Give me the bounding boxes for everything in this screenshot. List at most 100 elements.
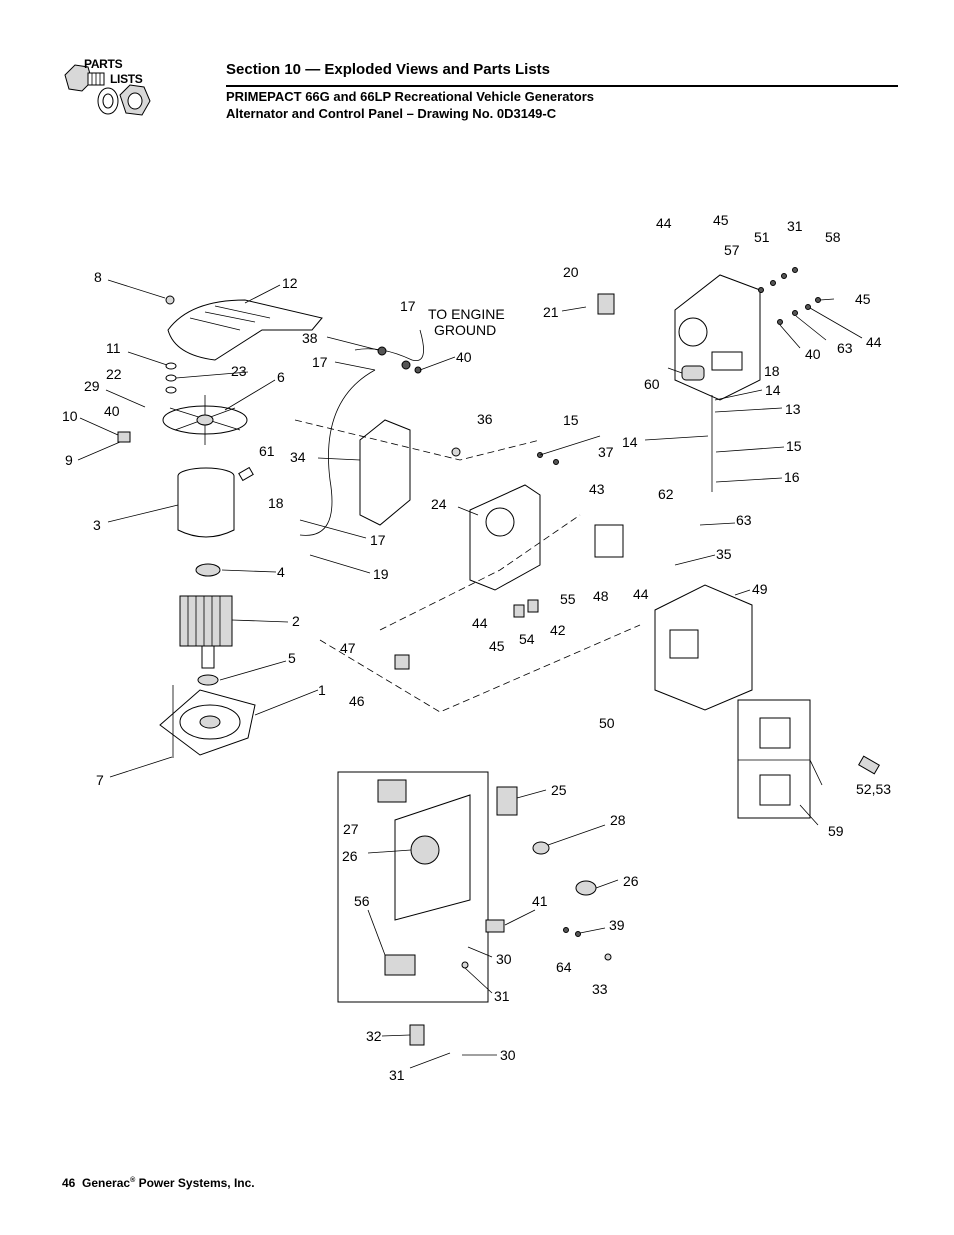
callout-label: 37 [598, 444, 614, 460]
callout-label: 57 [724, 242, 740, 258]
callout-label: 62 [658, 486, 674, 502]
callout-label: 51 [754, 229, 770, 245]
callout-label: 55 [560, 591, 576, 607]
callout-label: 16 [784, 469, 800, 485]
callout-label: 15 [786, 438, 802, 454]
bearing-5-part [197, 674, 219, 686]
callout-label: 56 [354, 893, 370, 909]
gasket-part [532, 841, 550, 855]
ground-annotation-line2: GROUND [434, 322, 496, 338]
hardware-part [781, 273, 787, 279]
drawing-title: Alternator and Control Panel – Drawing N… [226, 106, 557, 121]
callout-label: 49 [752, 581, 768, 597]
washer-part [165, 374, 177, 382]
control-board-part [496, 786, 518, 816]
callout-label: 45 [489, 638, 505, 654]
callout-label: 35 [716, 546, 732, 562]
hardware-part [758, 287, 764, 293]
front-panel-part [674, 274, 761, 401]
hardware-part [792, 267, 798, 273]
callout-label: 25 [551, 782, 567, 798]
callout-label: 29 [84, 378, 100, 394]
nut-8-part [165, 295, 175, 305]
callout-label: 21 [543, 304, 559, 320]
company-suffix: Power Systems, Inc. [138, 1176, 255, 1190]
callout-label: 17 [400, 298, 416, 314]
callout-label: 44 [866, 334, 882, 350]
hardware-part [604, 953, 612, 961]
callout-label: 45 [855, 291, 871, 307]
control-panel-box-part [469, 484, 541, 591]
switch-part [513, 604, 525, 618]
callout-label: 7 [96, 772, 104, 788]
callout-label: 8 [94, 269, 102, 285]
callout-label: 40 [104, 403, 120, 419]
callout-label: 23 [231, 363, 247, 379]
callout-label: 19 [373, 566, 389, 582]
callout-label: 26 [623, 873, 639, 889]
switch-part [527, 599, 539, 613]
callout-label: 60 [644, 376, 660, 392]
harness-outline [379, 514, 581, 631]
alternator-housing-part [177, 467, 235, 538]
callout-label: 34 [290, 449, 306, 465]
callout-label: 18 [764, 363, 780, 379]
callout-label: 32 [366, 1028, 382, 1044]
callout-label: 4 [277, 564, 285, 580]
hour-meter-part [681, 365, 705, 381]
callout-label: 14 [622, 434, 638, 450]
callout-label: 22 [106, 366, 122, 382]
callout-label: 30 [496, 951, 512, 967]
callout-label: 20 [563, 264, 579, 280]
harness-outline [319, 624, 641, 713]
hardware-part [461, 961, 469, 969]
logo-parts-text: PARTS [84, 57, 123, 71]
callout-label: 13 [785, 401, 801, 417]
registered-mark: ® [130, 1177, 136, 1184]
bearing-part [195, 563, 221, 577]
callout-label: 44 [633, 586, 649, 602]
callout-labels: 44 45 51 31 58 57 20 45 21 40 63 44 8 12… [62, 212, 891, 1083]
callout-label: 10 [62, 408, 78, 424]
rotor-part [179, 595, 233, 669]
callout-label: 61 [259, 443, 275, 459]
callout-label: 54 [519, 631, 535, 647]
callout-label: 48 [593, 588, 609, 604]
callout-label: 31 [494, 988, 510, 1004]
mounting-plate-part [359, 419, 411, 526]
gasket-part [575, 880, 597, 896]
callout-label: 6 [277, 369, 285, 385]
end-bracket-part [159, 689, 256, 756]
hardware-part [553, 459, 559, 465]
callout-label: 2 [292, 613, 300, 629]
terminal-part [401, 360, 411, 370]
callout-label: 41 [532, 893, 548, 909]
callout-label: 18 [268, 495, 284, 511]
ground-wire-part [354, 329, 424, 362]
callout-label: 31 [389, 1067, 405, 1083]
harness-wire-part [299, 369, 376, 536]
page-number: 46 [62, 1176, 76, 1190]
callout-label: 17 [312, 354, 328, 370]
callout-label: 27 [343, 821, 359, 837]
hardware-part [777, 319, 783, 325]
bracket-part [117, 431, 131, 443]
section-title: Section 10 — Exploded Views and Parts Li… [226, 61, 550, 78]
callout-label: 44 [472, 615, 488, 631]
callout-label: 63 [736, 512, 752, 528]
callout-label: 52,53 [856, 781, 891, 797]
callout-label: 63 [837, 340, 853, 356]
callout-label: 26 [342, 848, 358, 864]
ground-annotation-line1: TO ENGINE [428, 306, 505, 322]
terminal-block-32-part [409, 1024, 425, 1046]
callout-label: 44 [656, 215, 672, 231]
relay-part [485, 919, 505, 933]
callout-label: 14 [765, 382, 781, 398]
logo-lists-text: LISTS [110, 72, 143, 86]
nut-and-bolt-icon [64, 64, 151, 116]
callout-label: 31 [787, 218, 803, 234]
hardware-part [563, 927, 569, 933]
callout-label: 38 [302, 330, 318, 346]
callout-label: 40 [456, 349, 472, 365]
